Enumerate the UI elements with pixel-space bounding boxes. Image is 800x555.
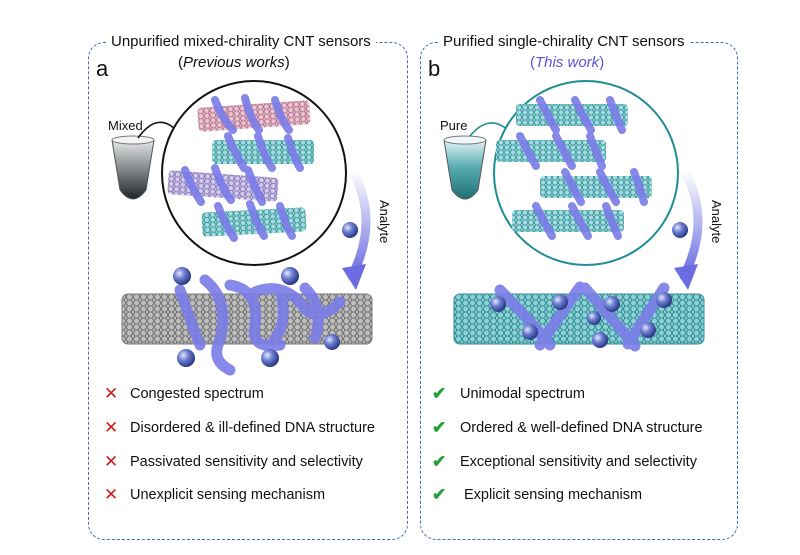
checkmark-icon: ✔ [432, 384, 447, 403]
vial-label-pure: Pure [440, 118, 468, 133]
pure-cnt-zoom-circle [493, 80, 679, 266]
analyte-sphere [672, 222, 688, 238]
cross-icon: ✕ [104, 485, 119, 504]
panel-a-subtitle: (Previous works) [178, 54, 290, 71]
panel-b-letter: b [428, 56, 441, 81]
cross-icon: ✕ [104, 452, 119, 471]
panel-a-title: Unpurified mixed-chirality CNT sensors [106, 33, 376, 50]
list-item: Explicit sensing mechanism [464, 487, 643, 503]
panel-b-subtitle: (This work) [530, 54, 605, 71]
cnt-ordered-dna [453, 281, 705, 352]
analyte-label-a: Analyte [377, 200, 392, 244]
analyte-arrowhead-b [674, 264, 698, 290]
checkmark-icon: ✔ [432, 452, 447, 471]
vial-label-mixed: Mixed [108, 118, 143, 133]
panel-a-letter: a [96, 56, 109, 81]
mixed-cnt-zoom-circle [161, 80, 347, 266]
list-item: Exceptional sensitivity and selectivity [460, 454, 697, 470]
list-item: Unexplicit sensing mechanism [130, 487, 326, 503]
analyte-sphere [342, 222, 358, 238]
cnt-disordered-dna [121, 267, 373, 376]
analyte-arrow-a [347, 165, 371, 281]
panel-b-subtitle-italic: This work [535, 54, 600, 71]
cross-icon: ✕ [104, 384, 119, 403]
panel-a-subtitle-italic: Previous works [183, 54, 285, 71]
checkmark-icon: ✔ [432, 418, 447, 437]
vial-pure [443, 135, 487, 200]
panel-b-title: Purified single-chirality CNT sensors [438, 33, 690, 50]
cross-icon: ✕ [104, 418, 119, 437]
checkmark-icon: ✔ [432, 485, 447, 504]
analyte-arrowhead-a [342, 264, 366, 290]
analyte-label-b: Analyte [709, 200, 724, 244]
analyte-arrow-b [679, 165, 703, 281]
list-item: Ordered & well-defined DNA structure [460, 420, 703, 436]
vial-mixed [111, 135, 155, 200]
list-item: Disordered & ill-defined DNA structure [130, 420, 375, 436]
list-item: Congested spectrum [130, 386, 264, 402]
list-item: Passivated sensitivity and selectivity [130, 454, 363, 470]
list-item: Unimodal spectrum [460, 386, 585, 402]
